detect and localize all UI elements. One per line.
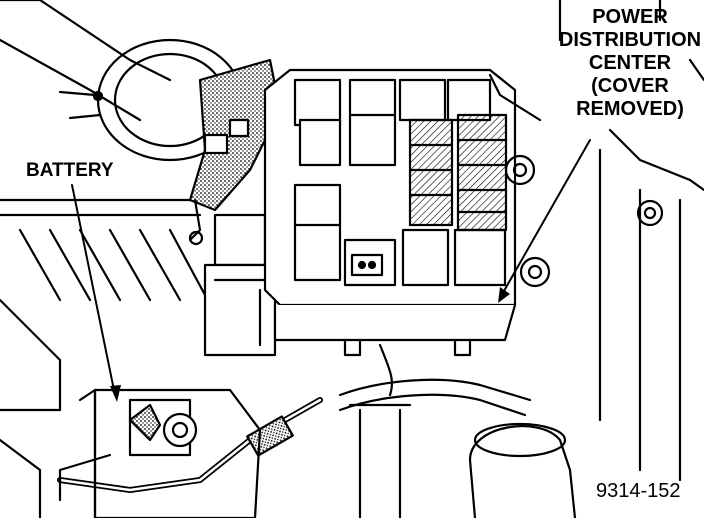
battery-callout: BATTERY [26, 160, 114, 181]
power-distribution-center [263, 68, 542, 357]
pdc-callout: POWER DISTRIBUTION CENTER (COVER REMOVED… [556, 6, 704, 121]
mounting-bolts [504, 154, 664, 288]
pdc-arrowhead [498, 287, 510, 303]
battery [58, 388, 262, 518]
pdc-callout-line-3: CENTER [588, 52, 672, 74]
inner-fender-ribs [0, 198, 212, 518]
figure-number: 9314-152 [596, 480, 681, 502]
pdc-callout-line-4: (COVER [591, 75, 669, 97]
coolant-reservoir [348, 403, 577, 518]
battery-arrowhead [110, 385, 121, 402]
leader-lines [71, 139, 591, 396]
fender-panel [0, 0, 704, 482]
wiring-connector [188, 58, 282, 246]
pdc-callout-line-5: REMOVED) [576, 98, 684, 120]
pdc-callout-line-1: POWER [592, 6, 668, 28]
pdc-callout-line-2: DISTRIBUTION [558, 29, 702, 51]
